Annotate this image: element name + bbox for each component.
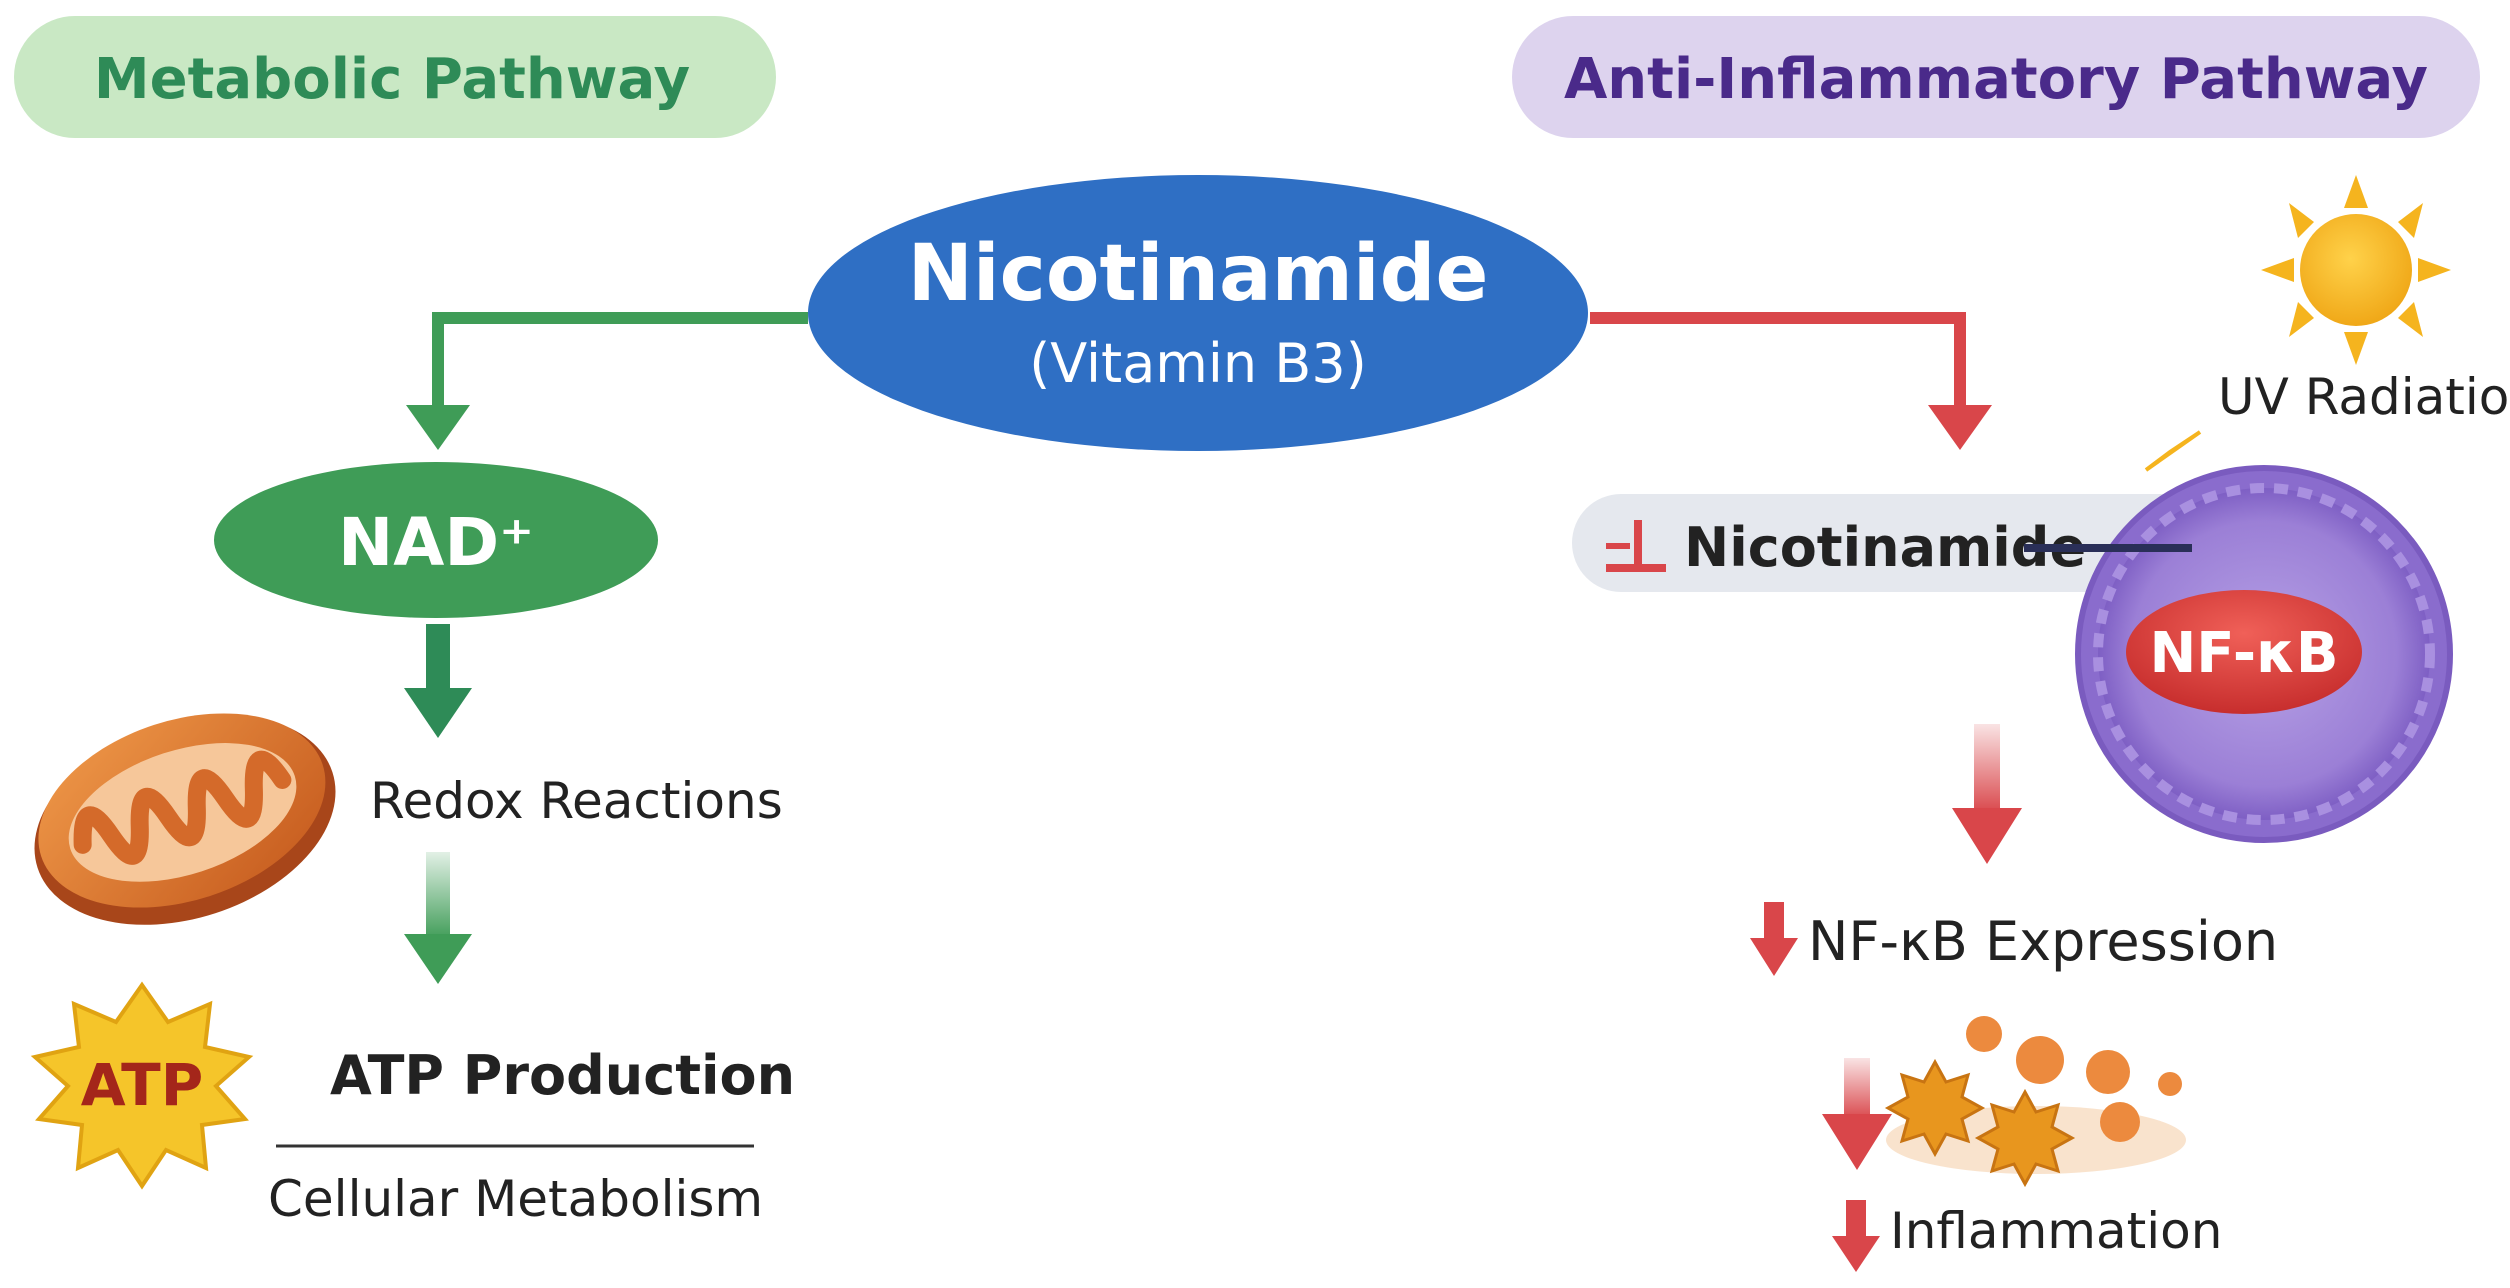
inflammation-row: Inflammation [1832,1200,2222,1272]
mitochondrion-icon [34,713,336,925]
metabolic-pathway-title: Metabolic Pathway [94,47,690,112]
cellular-metabolism-label: Cellular Metabolism [268,1170,763,1228]
down-arrow-icon [1832,1200,1880,1272]
nad-node: NAD⁺ [214,462,658,618]
sun-icon [2261,175,2451,365]
atp-starburst-icon: ATP [30,981,254,1190]
atp-production-label: ATP Production [330,1044,795,1107]
arrow-to-expression [1952,724,2022,864]
nfkb-label: NF-κB [2149,621,2338,686]
nfkb-expression-label: NF-κB Expression [1808,910,2278,973]
arrow-redox-to-atp [404,852,472,984]
redox-reactions-label: Redox Reactions [370,772,783,830]
anti-inflammatory-pathway-title: Anti-Inflammatory Pathway [1564,47,2428,112]
inhibition-icon [1606,520,1666,572]
uv-radiation-label: UV Radiation [2218,368,2510,426]
inflammation-label: Inflammation [1890,1202,2222,1260]
nad-label: NAD⁺ [338,504,534,581]
nicotinamide-center-node: Nicotinamide (Vitamin B3) [808,175,1588,451]
nfkb-nucleus [2126,590,2362,714]
connector-to-inhibition [1590,312,1992,450]
nfkb-expression-row: NF-κB Expression [1750,902,2278,976]
arrow-nad-to-redox [404,624,472,738]
down-arrow-icon [1750,902,1798,976]
cell-icon: NF-κB [2075,465,2453,843]
inhibitor-label: Nicotinamide [1684,516,2086,579]
atp-badge-label: ATP [81,1051,203,1119]
metabolic-pathway-banner: Metabolic Pathway [14,16,776,138]
center-subtitle: (Vitamin B3) [1029,332,1367,395]
down-arrow-icon [1822,1058,1892,1170]
nicotinamide-inhibitor-bar: Nicotinamide [1572,494,2222,592]
uv-ray-icon [2144,430,2202,472]
anti-inflammatory-pathway-banner: Anti-Inflammatory Pathway [1512,16,2480,138]
center-title: Nicotinamide [908,229,1489,319]
connector-to-nad [406,312,808,450]
inflammation-cells-icon [1884,1016,2186,1188]
